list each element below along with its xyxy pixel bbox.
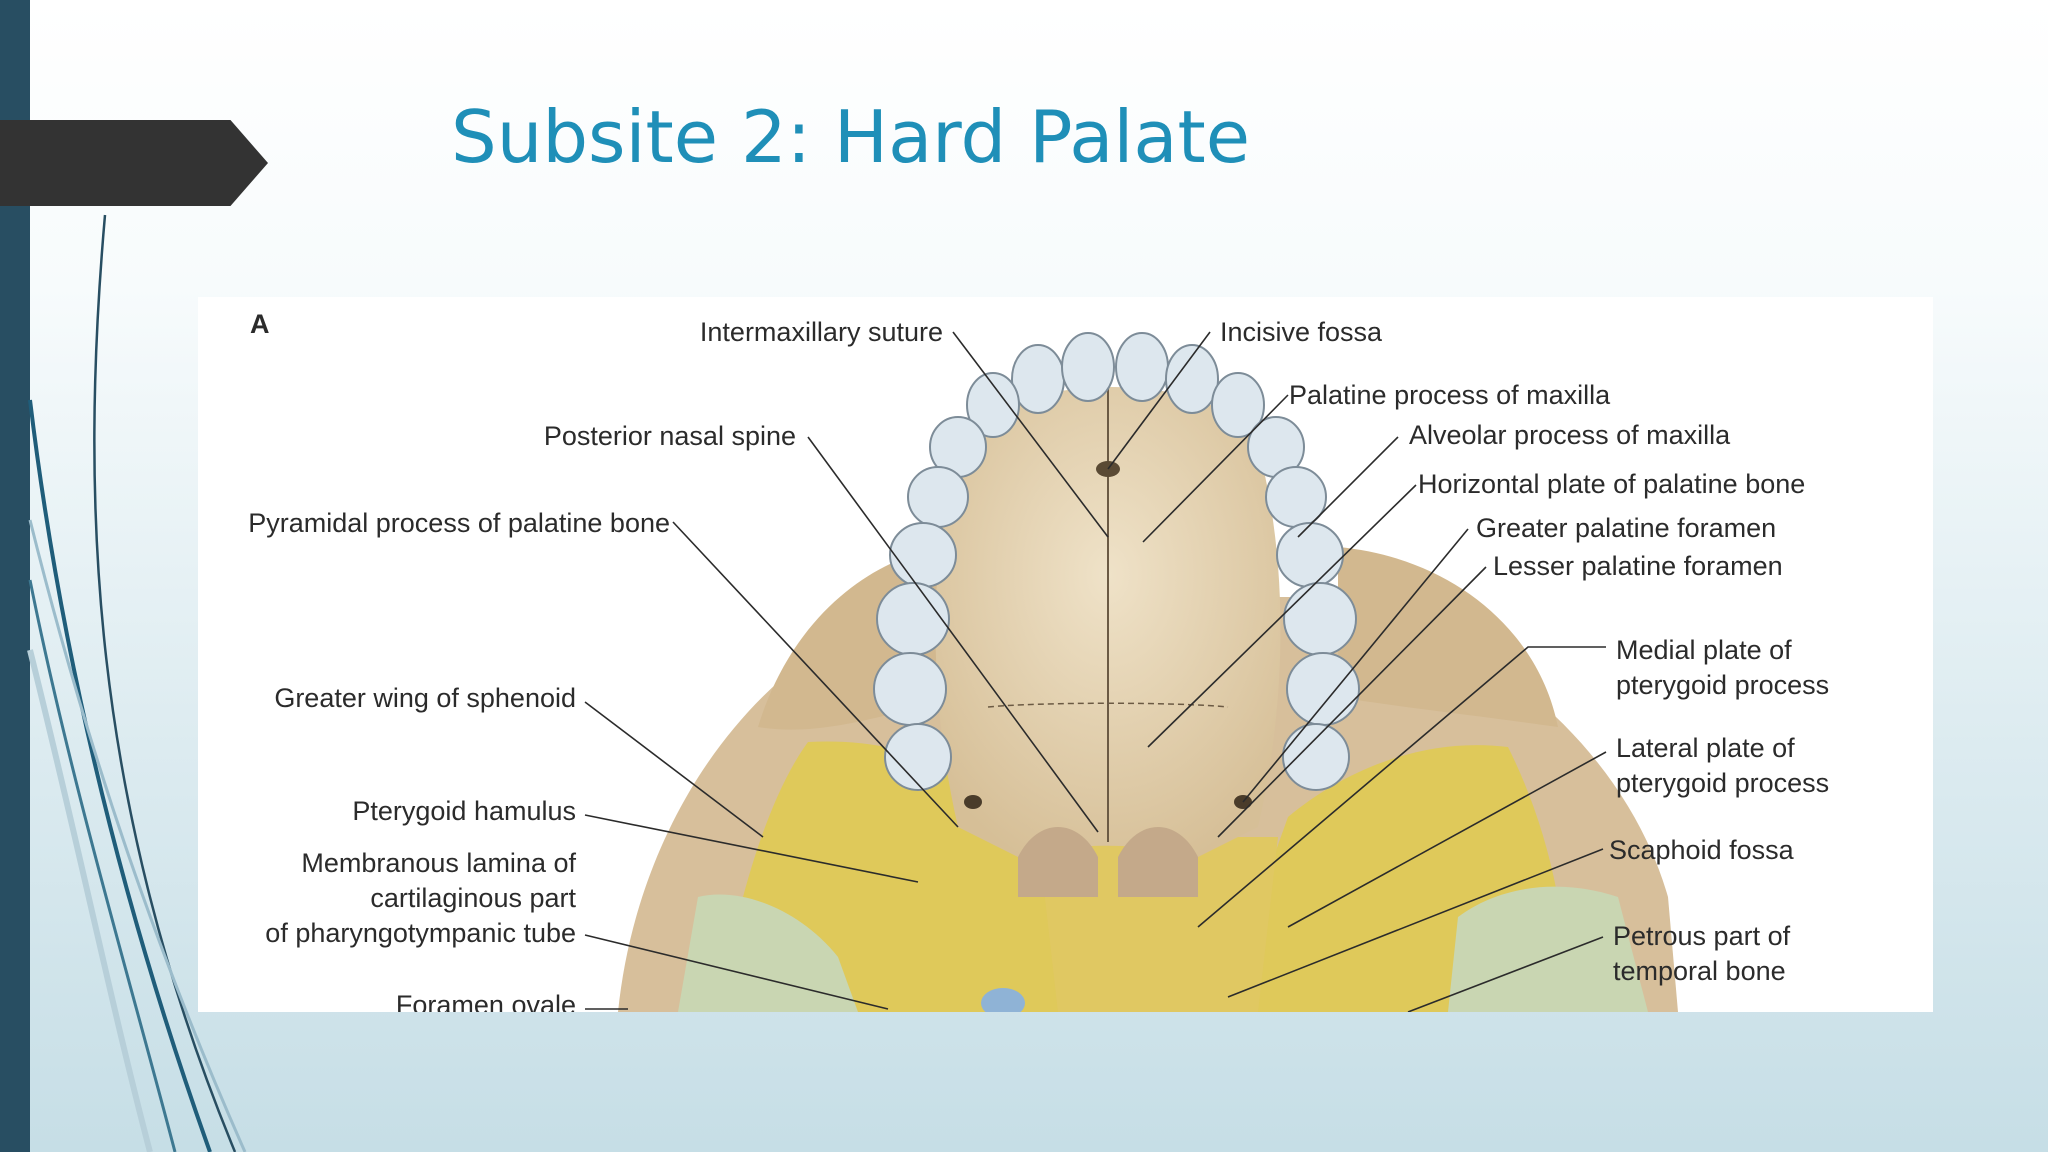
label-pterygoid-hamulus: Pterygoid hamulus: [352, 796, 576, 826]
label-lateral-plate-line1: Lateral plate of: [1616, 733, 1795, 763]
hard-palate-drawing: [873, 332, 1360, 897]
temporal-bone-right-shape: [1448, 886, 1648, 1012]
label-membranous-lamina-line2: cartilaginous part: [370, 883, 576, 913]
foramen-ovale-shape: [981, 988, 1025, 1012]
panel-letter: A: [250, 309, 270, 339]
palate-illustration: A Intermaxillary suture Incisive fossa P…: [248, 309, 1829, 1012]
label-medial-plate-line2: pterygoid process: [1616, 670, 1829, 700]
label-greater-palatine-foramen: Greater palatine foramen: [1476, 513, 1776, 543]
decorative-curves: [27, 214, 247, 1152]
slide-title: Subsite 2: Hard Palate: [451, 95, 1251, 179]
label-horizontal-plate-of-palatine-bone: Horizontal plate of palatine bone: [1418, 469, 1805, 499]
label-foramen-ovale: Foramen ovale: [396, 990, 576, 1012]
temporal-bone-left-shape: [678, 894, 858, 1012]
label-intermaxillary-suture: Intermaxillary suture: [700, 317, 943, 347]
label-lateral-plate-line2: pterygoid process: [1616, 768, 1829, 798]
label-pyramidal-process-of-palatine-bone: Pyramidal process of palatine bone: [248, 508, 670, 538]
label-petrous-part-line2: temporal bone: [1613, 956, 1786, 986]
label-palatine-process-of-maxilla: Palatine process of maxilla: [1289, 380, 1611, 410]
label-alveolar-process-of-maxilla: Alveolar process of maxilla: [1409, 420, 1731, 450]
hard-palate-figure: A Intermaxillary suture Incisive fossa P…: [198, 297, 1933, 1012]
label-medial-plate-line1: Medial plate of: [1616, 635, 1792, 665]
title-arrow-shape: [0, 120, 268, 206]
label-posterior-nasal-spine: Posterior nasal spine: [544, 421, 796, 451]
label-incisive-fossa: Incisive fossa: [1220, 317, 1383, 347]
figure-labels: A Intermaxillary suture Incisive fossa P…: [248, 309, 1829, 1012]
upper-teeth-arch: [873, 332, 1360, 791]
label-greater-wing-of-sphenoid: Greater wing of sphenoid: [274, 683, 576, 713]
label-scaphoid-fossa: Scaphoid fossa: [1609, 835, 1795, 865]
label-membranous-lamina-line3: of pharyngotympanic tube: [265, 918, 576, 948]
label-petrous-part-line1: Petrous part of: [1613, 921, 1791, 951]
leader-lines: [584, 331, 1607, 1012]
label-membranous-lamina-line1: Membranous lamina of: [301, 848, 576, 878]
label-lesser-palatine-foramen: Lesser palatine foramen: [1493, 551, 1783, 581]
